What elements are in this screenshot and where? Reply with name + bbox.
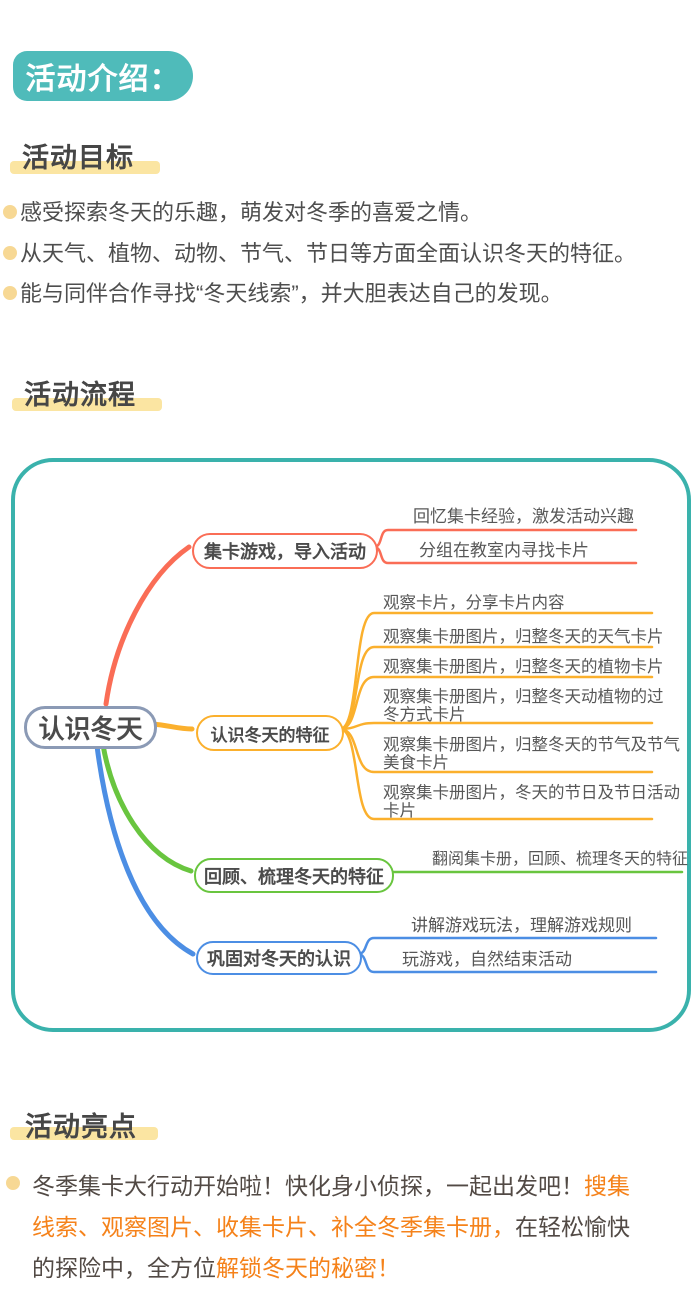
text-segment-accent: 解锁冬天的秘密！ [216, 1255, 400, 1281]
bullet-dot [3, 205, 17, 219]
highlights-line: 的探险中，全方位解锁冬天的秘密！ [32, 1248, 682, 1289]
leaf-line: 观察集卡册图片，归整冬天的植物卡片 [383, 658, 664, 676]
goal-bullet-1: 感受探索冬天的乐趣，萌发对冬季的喜爱之情。 [20, 200, 483, 225]
leaf-text: 回忆集卡经验，激发活动兴趣 [413, 508, 634, 526]
text-segment-accent: 线索、观察图片、收集卡片、补全冬季集卡册， [32, 1214, 515, 1240]
highlights-line: 冬季集卡大行动开始啦！快化身小侦探，一起出发吧！搜集 [32, 1166, 682, 1207]
goal-bullet-2: 从天气、植物、动物、节气、节日等方面全面认识冬天的特征。 [20, 241, 637, 266]
mindmap-root-node: 认识冬天 [24, 706, 157, 749]
text-segment: 在轻松愉快 [515, 1214, 630, 1240]
page-title-pill: 活动介绍： [13, 51, 193, 101]
leaf-line: 观察集卡册图片，归整冬天的节气及节气 [383, 736, 680, 754]
branch-curve-yellow [148, 721, 195, 732]
leaf-line: 观察卡片，分享卡片内容 [383, 594, 565, 612]
leaf-text: 玩游戏，自然结束活动 [402, 951, 572, 969]
process-heading-highlight [12, 398, 162, 411]
goals-heading-highlight [10, 161, 160, 174]
leaf-text: 观察集卡册图片，归整冬天动植物的过 冬方式卡片 [383, 688, 664, 724]
leaf-line: 翻阅集卡册，回顾、梳理冬天的特征 [432, 851, 689, 868]
leaf-line: 观察集卡册图片，冬天的节日及节日活动 [383, 784, 680, 802]
branch-node-green: 回顾、梳理冬天的特征 [194, 858, 394, 893]
leaf-line: 讲解游戏玩法，理解游戏规则 [411, 916, 632, 935]
branch-curve-red [103, 544, 192, 707]
yellow-child-line-3 [338, 675, 654, 731]
leaf-line: 观察集卡册图片，归整冬天的天气卡片 [383, 628, 664, 646]
leaf-text: 讲解游戏玩法，理解游戏规则 [411, 917, 632, 935]
branch-node-red: 集卡游戏，导入活动 [192, 533, 378, 569]
yellow-child-line-6 [338, 727, 654, 821]
goals-heading: 活动目标 [22, 143, 134, 173]
text-segment: 冬季集卡大行动开始啦！快化身小侦探，一起出发吧！ [32, 1173, 584, 1199]
leaf-text: 观察集卡册图片，归整冬天的植物卡片 [383, 658, 664, 676]
bullet-dot [6, 1176, 20, 1190]
leaf-text: 观察卡片，分享卡片内容 [383, 594, 565, 612]
text-segment-accent: 搜集 [584, 1173, 630, 1199]
leaf-line: 冬方式卡片 [383, 706, 466, 724]
leaf-text: 分组在教室内寻找卡片 [419, 542, 589, 560]
bullet-dot [3, 286, 17, 300]
page-title: 活动介绍： [25, 63, 181, 96]
leaf-line: 美食卡片 [383, 754, 449, 772]
highlights-line: 线索、观察图片、收集卡片、补全冬季集卡册，在轻松愉快 [32, 1207, 682, 1248]
highlights-paragraph: 冬季集卡大行动开始啦！快化身小侦探，一起出发吧！搜集 线索、观察图片、收集卡片、… [32, 1166, 682, 1289]
process-heading: 活动流程 [24, 380, 136, 410]
leaf-line: 回忆集卡经验，激发活动兴趣 [413, 507, 634, 526]
leaf-line: 玩游戏，自然结束活动 [402, 950, 572, 969]
branch-curve-blue [94, 743, 196, 957]
leaf-text: 观察集卡册图片，归整冬天的节气及节气 美食卡片 [383, 736, 680, 772]
leaf-line: 卡片 [383, 802, 416, 820]
branch-curve-green [100, 742, 194, 874]
leaf-text: 观察集卡册图片，冬天的节日及节日活动 卡片 [383, 784, 680, 820]
bullet-dot [3, 246, 17, 260]
highlights-heading: 活动亮点 [25, 1112, 137, 1142]
leaf-line: 分组在教室内寻找卡片 [419, 541, 589, 560]
highlights-heading-highlight [10, 1127, 158, 1140]
goal-bullet-3: 能与同伴合作寻找“冬天线索”，并大胆表达自己的发现。 [20, 281, 563, 306]
text-segment: 的探险中，全方位 [32, 1255, 216, 1281]
leaf-text: 翻阅集卡册，回顾、梳理冬天的特征 [432, 851, 688, 869]
branch-node-yellow: 认识冬天的特征 [196, 715, 344, 751]
branch-node-blue: 巩固对冬天的认识 [196, 941, 362, 975]
leaf-line: 观察集卡册图片，归整冬天动植物的过 [383, 688, 664, 706]
mindmap-container: 认识冬天 集卡游戏，导入活动 认识冬天的特征 回顾、梳理冬天的特征 巩固对冬天的… [11, 458, 691, 1032]
leaf-text: 观察集卡册图片，归整冬天的天气卡片 [383, 628, 664, 646]
